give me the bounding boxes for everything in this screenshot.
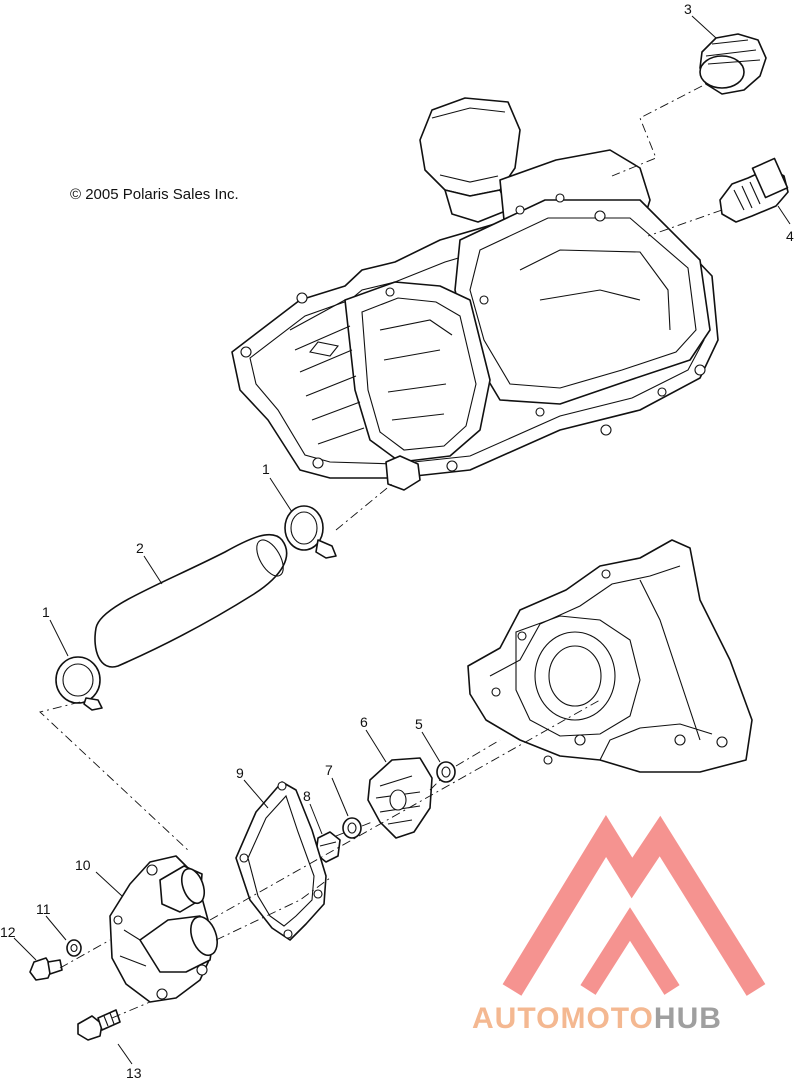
part-5-nut <box>436 761 456 783</box>
callout-3: 3 <box>684 1 692 17</box>
callout-8: 8 <box>303 788 311 804</box>
part-1-clamp-upper <box>284 505 337 559</box>
part-7-washer <box>342 817 362 839</box>
copyright-notice: © 2005 Polaris Sales Inc. <box>70 186 239 203</box>
callout-1-upper: 1 <box>262 461 270 477</box>
watermark-logo: AUTOMOTOHUB <box>472 814 766 1035</box>
part-9-gasket <box>235 781 327 941</box>
callout-1-lower: 1 <box>42 604 50 620</box>
callout-10: 10 <box>75 857 91 873</box>
part-12-bolt <box>29 957 63 981</box>
part-3-cap <box>699 33 767 95</box>
part-10-pump-cover <box>109 855 218 1003</box>
part-1-clamp-lower <box>55 656 103 711</box>
part-2-hose <box>94 533 288 668</box>
callout-12: 12 <box>0 924 16 940</box>
callout-6: 6 <box>360 714 368 730</box>
callout-13: 13 <box>126 1065 142 1079</box>
cylinder-head-assembly <box>231 97 719 491</box>
callout-2: 2 <box>136 540 144 556</box>
part-11-washer <box>66 939 82 957</box>
part-6-impeller <box>367 757 433 839</box>
callout-7: 7 <box>325 762 333 778</box>
watermark-text-automoto: AUTOMOTO <box>472 1002 654 1035</box>
part-4-sensor <box>719 157 789 223</box>
svg-text:AUTOMOTOHUB: AUTOMOTOHUB <box>472 1002 722 1035</box>
callout-9: 9 <box>236 765 244 781</box>
watermark-triangle-icon <box>502 814 766 996</box>
part-13-bolt <box>77 1009 121 1041</box>
callout-4: 4 <box>786 228 794 244</box>
crankcase-assembly <box>467 539 753 773</box>
callout-11: 11 <box>36 901 51 917</box>
assembly-centerlines <box>39 85 723 1019</box>
callout-5: 5 <box>415 716 423 732</box>
leader-lines <box>13 15 791 1065</box>
watermark-text-hub: HUB <box>654 1002 722 1035</box>
